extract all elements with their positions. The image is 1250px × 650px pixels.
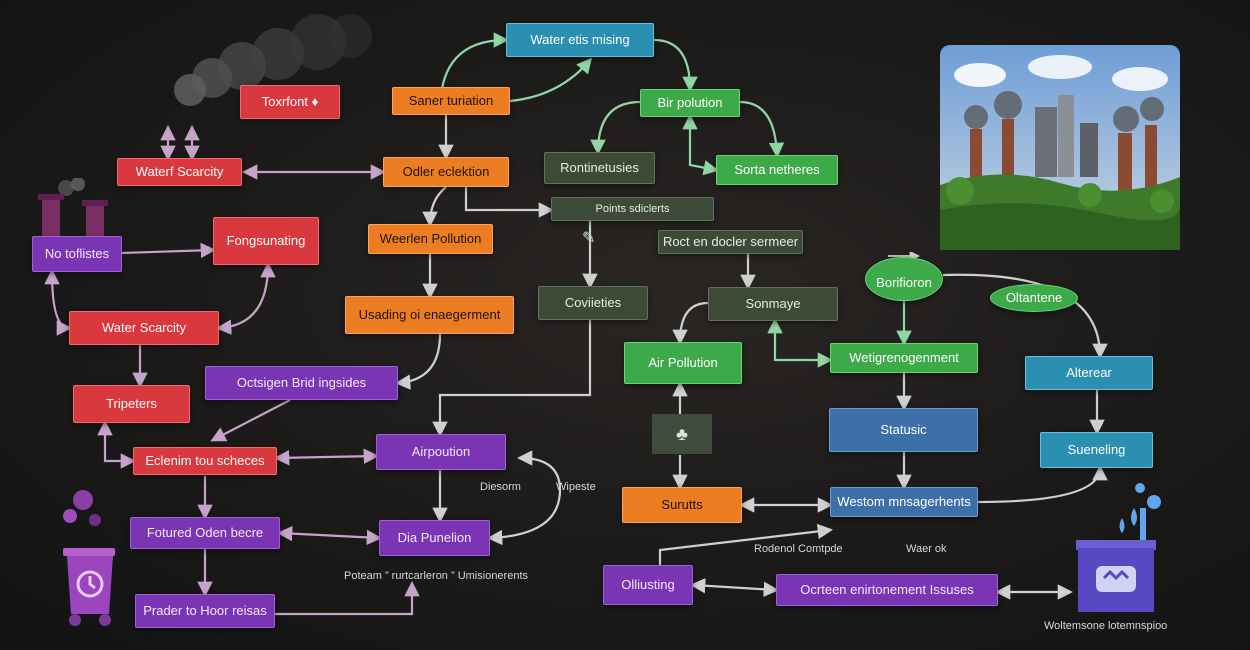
diagram-node-n12: Weerlen Pollution (368, 224, 493, 254)
connector-arrow (486, 450, 562, 546)
connector-arrow (44, 268, 73, 336)
diagram-node-n3: Bir polution (640, 89, 740, 117)
connector-arrow (422, 186, 447, 228)
diagram-node-n30: Westom mnsagerhents (830, 487, 978, 517)
factory-icon (38, 178, 108, 238)
factory-small-icon: ♣ (652, 414, 712, 454)
diagram-node-n24: Tripeters (73, 385, 190, 423)
connector-arrow (394, 333, 442, 390)
diagram-node-n29: Surutts (622, 487, 742, 523)
connector-arrow (739, 100, 785, 159)
diagram-node-n15: Oltantene (990, 284, 1078, 312)
connector-arrow (215, 261, 276, 335)
diagram-node-n32: Dia Punelion (379, 520, 490, 556)
diagram-node-n5: Waterf Scarcity (117, 158, 242, 186)
diagram-node-n19: Water Scarcity (69, 311, 219, 345)
diagram-node-n27: Airpoution (376, 434, 506, 470)
annotation-t5: Waer ok (906, 543, 947, 555)
connector-arrow (273, 448, 380, 466)
diagram-node-n21: Wetigrenogenment (830, 343, 978, 373)
diagram-node-n35: Prader to Hoor reisas (135, 594, 275, 628)
annotation-t6: Woltemsone lotemnspioo (1044, 620, 1168, 632)
diagram-node-n4: Toxrfont ♦ (240, 85, 340, 119)
diagram-node-n20: Air Pollution (624, 342, 742, 384)
connector-arrow (432, 320, 592, 438)
connector-arrow (767, 317, 834, 368)
pen-icon: ✎ (582, 230, 596, 247)
connector-arrow (653, 38, 698, 93)
diagram-node-n22: Alterear (1025, 356, 1153, 390)
diagram-node-n31: Fotured Oden becre (130, 517, 280, 549)
annotation-t2: Wipeste (556, 481, 596, 493)
diagram-node-n26: Eclenim tou scheces (133, 447, 277, 475)
diagram-node-n33: Olliusting (603, 565, 693, 605)
polluted-city-illustration (940, 45, 1180, 250)
connector-arrow (210, 399, 291, 442)
diagram-node-n10: No toflistes (32, 236, 122, 272)
diagram-node-n9: Points sdiclerts (551, 197, 714, 221)
connector-arrow (464, 187, 555, 218)
diagram-node-n17: Usading oi enaegerment (345, 296, 514, 334)
diagram-node-n7: Rontinetusies (544, 152, 655, 184)
connector-arrow (672, 301, 709, 346)
diagram-node-n14: Borifioron (865, 257, 943, 301)
connector-arrow (97, 419, 137, 469)
connector-arrow (509, 57, 592, 103)
diagram-node-n13: Roct en docler sermeer (658, 230, 803, 254)
connector-arrow (121, 242, 217, 259)
connector-arrow (276, 525, 383, 546)
connector-arrow (590, 100, 641, 156)
water-tank-icon (1076, 483, 1161, 612)
annotation-t3: Poteam ” rurtcarleron ” Umisionerents (344, 570, 529, 582)
annotation-t1: Diesorm (480, 481, 521, 493)
diagram-node-n6: Odler eclektion (383, 157, 509, 187)
connector-arrow (682, 113, 720, 176)
smoke-cloud-icon (174, 14, 372, 106)
diagram-node-n11: Fongsunating (213, 217, 319, 265)
connector-arrow (275, 580, 420, 616)
diagram-node-n28: Sueneling (1040, 432, 1153, 468)
diagram-node-n1: Water etis mising (506, 23, 654, 57)
diagram-node-n34: Ocrteen enirtonement Issuses (776, 574, 998, 606)
diagram-node-n18: Coviieties (538, 286, 648, 320)
diagram-node-n2: Saner turiation (392, 87, 510, 115)
trash-bin-icon (63, 490, 115, 626)
diagram-node-n25: Statusic (829, 408, 978, 452)
diagram-node-n23: Octsigen Brid ingsides (205, 366, 398, 400)
diagram-node-n16: Sonmaye (708, 287, 838, 321)
diagram-node-n8: Sorta netheres (716, 155, 838, 185)
annotation-t4: Rodenol Comtpde (754, 543, 843, 555)
connector-arrow (689, 578, 780, 597)
